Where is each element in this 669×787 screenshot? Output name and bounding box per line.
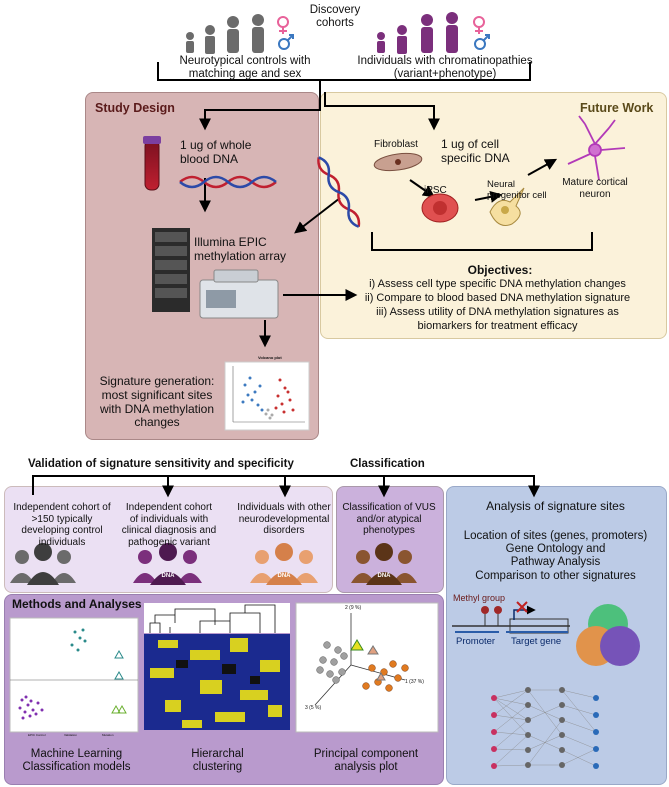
patient-group-icon [133,543,202,585]
validation-item-controls: Independent cohort of >150 typically dev… [13,502,111,548]
control-group-icon [10,543,76,585]
dna-helix-study-icon [179,175,277,189]
volcano-plot-title: Volcano plot [258,355,282,360]
other-disorders-group-icon [250,543,318,585]
validation-bracket [32,475,540,498]
methyl-group-label: Methyl group [453,593,506,603]
study-design-title: Study Design [95,101,175,115]
mature-neuron-icon [567,115,626,181]
blood-dna-label: 1 ug of whole blood DNA [180,138,252,166]
chromatinopathies-label: Individuals with chromatinopathies (vari… [357,55,533,81]
dna-helix-future-icon [317,156,361,228]
classification-title: Classification [350,458,425,470]
fibroblast-label: Fibroblast [374,139,418,150]
controls-label: Neurotypical controls with matching age … [179,55,311,81]
vus-label: Classification of VUS and/or atypical ph… [342,502,436,536]
hierarchal-label: Hierarchal clustering [191,748,244,774]
gender-icons-right [473,16,490,50]
venn-diagram [576,604,640,666]
ml-legend-3: Mutation [102,733,114,737]
pca-axis-2: 2 (9 %) [345,605,362,611]
methods-title: Methods and Analyses [12,597,142,611]
validation-item-other: Individuals with other neurodevelopmenta… [237,502,331,536]
neural-progenitor-icon [489,187,525,226]
hierarchal-clustering-heatmap [144,603,290,730]
patient-people-icons [377,12,458,54]
promoter-gene-diagram [452,601,570,634]
ml-classification-plot [9,617,139,733]
ipsc-icon [421,193,459,223]
neural-progenitor-label: Neural progenitor cell [487,179,547,201]
ml-label: Machine Learning Classification models [22,748,131,774]
methyl-group-icon [481,606,502,626]
target-gene-label: Target gene [511,636,562,647]
vus-group-icon [351,543,417,585]
dna-badge-other: DNA [277,573,291,579]
neural-network-diagram [491,687,599,769]
gender-icons-left [277,16,294,50]
analysis-body: Location of sites (genes, promoters) Gen… [463,530,648,582]
array-scanner-icon [199,269,279,319]
ipsc-label: iPSC [424,185,447,196]
array-label: Illumina EPIC methylation array [194,235,287,263]
discovery-cohorts-label: Discovery cohorts [309,4,361,30]
objective-3-cont: biomarkers for treatment efficacy [417,320,578,332]
blood-tube-icon [143,136,161,191]
cell-dna-label: 1 ug of cell specific DNA [441,137,510,165]
objective-1: i) Assess cell type specific DNA methyla… [369,278,626,290]
control-people-icons [186,14,264,54]
pca-plot [295,602,439,733]
validation-item-patients: Independent cohort of individuals with c… [121,502,217,548]
sequencer-rack-icon [152,228,190,312]
ml-legend-2: Validation [64,733,77,737]
analysis-title: Analysis of signature sites [486,499,625,513]
pca-label: Principal component analysis plot [313,748,419,774]
signature-generation-label: Signature generation: most significant s… [99,374,215,430]
dna-badge-vus: DNA [377,573,391,579]
fibroblast-icon [373,152,423,172]
pca-axis-3: 3 (5 %) [305,705,322,711]
volcano-plot [224,361,310,431]
objectives-title: Objectives: [467,263,533,277]
ml-legend-1: EPIC Control [28,733,46,737]
future-work-title: Future Work [580,101,654,115]
promoter-label: Promoter [456,636,496,647]
mature-neuron-label: Mature cortical neuron [562,177,628,200]
objective-3: iii) Assess utility of DNA methylation s… [376,306,619,318]
validation-title: Validation of signature sensitivity and … [28,458,294,470]
cohort-bracket [157,62,531,92]
objective-2: ii) Compare to blood based DNA methylati… [364,292,631,304]
dna-badge-patients: DNA [161,573,175,579]
pca-axis-1: 1 (37 %) [405,679,424,685]
